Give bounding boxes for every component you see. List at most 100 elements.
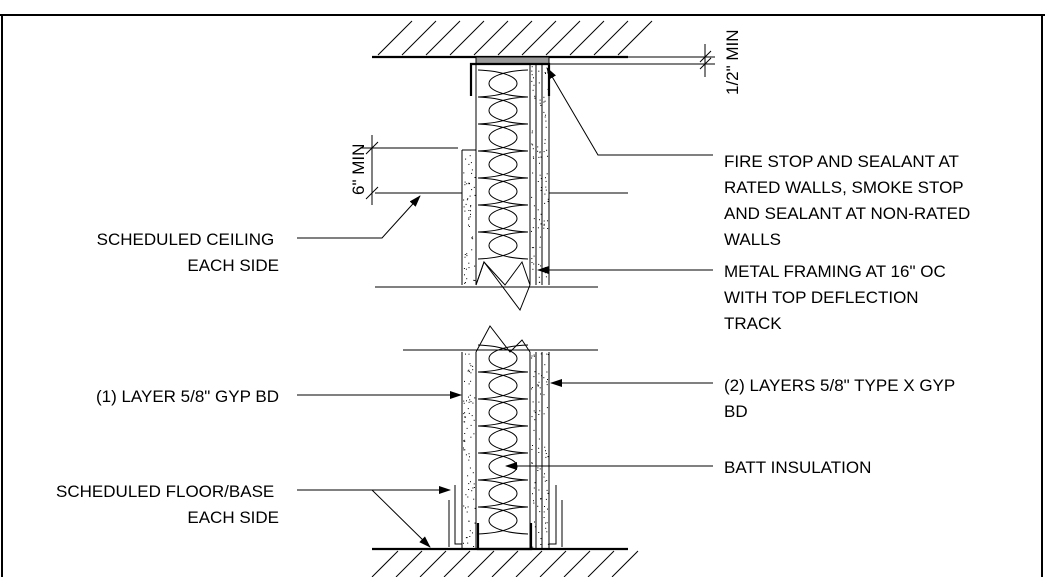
gyp-speck — [540, 265, 542, 267]
gyp-speck — [545, 456, 547, 458]
gyp-speck — [546, 371, 548, 373]
gyp-speck — [539, 102, 541, 104]
gyp-speck — [538, 414, 540, 415]
gyp-speck — [471, 237, 473, 239]
dimension-half-inch: 1/2" MIN — [549, 29, 742, 95]
gyp-speck — [533, 376, 535, 378]
gyp-speck — [471, 490, 473, 492]
gyp-speck — [464, 449, 466, 451]
hatch-line — [425, 20, 461, 56]
gyp-speck — [473, 433, 475, 435]
hatch-line — [377, 20, 413, 56]
gyp-speck — [469, 467, 471, 469]
gyp-speck — [464, 412, 466, 414]
gyp-speck — [546, 522, 548, 524]
gyp-speck — [533, 84, 535, 86]
gyp-speck — [543, 511, 545, 513]
gyp-speck — [468, 226, 470, 227]
gyp-speck — [472, 402, 474, 404]
hatch-line — [569, 20, 605, 56]
gyp-speck — [467, 506, 469, 508]
gyp-speck — [470, 401, 472, 403]
gyp-speck — [471, 415, 473, 417]
gyp-speck — [538, 401, 540, 403]
gyp-speck — [537, 181, 539, 182]
gyp-speck — [474, 265, 476, 267]
gyp-speck — [466, 199, 468, 201]
gyp-speck — [531, 387, 533, 388]
insulation-loops — [477, 69, 529, 260]
gyp-speck — [467, 542, 469, 544]
gyp-speck — [474, 280, 476, 281]
gyp-speck — [540, 156, 542, 158]
gyp-speck — [544, 480, 546, 482]
gyp-speck — [468, 412, 470, 414]
insulation-loops — [477, 344, 529, 535]
note-scheduled-ceiling: SCHEDULED CEILING EACH SIDE — [97, 230, 279, 275]
gyp-speck — [545, 114, 546, 116]
gyp-speck — [541, 375, 542, 377]
gyp-speck — [546, 149, 548, 151]
gyp-speck — [466, 400, 467, 402]
gyp-speck — [533, 487, 535, 489]
gyp-speck — [465, 353, 466, 355]
gyp-speck — [545, 120, 547, 122]
gyp-speck — [532, 172, 534, 174]
gyp-speck — [534, 482, 536, 484]
gyp-speck — [468, 224, 469, 226]
gyp-speck — [547, 72, 549, 74]
gyp-speck — [545, 276, 547, 278]
gyp-speck — [464, 184, 466, 186]
gyp-speck — [531, 357, 533, 359]
gyp-speck — [463, 542, 464, 544]
gyp-speck — [472, 369, 474, 371]
gyp-speck — [532, 401, 534, 403]
hatch-line — [401, 20, 437, 56]
gyp-speck — [547, 228, 549, 229]
gyp-speck — [468, 210, 470, 211]
gyp-speck — [465, 537, 467, 539]
gyp-speck — [543, 377, 545, 379]
gyp-speck — [539, 219, 540, 221]
gyp-speck — [465, 282, 466, 284]
gyp-speck — [464, 254, 466, 255]
gyp-speck — [545, 450, 546, 452]
gyp-speck — [546, 531, 548, 533]
gyp-speck — [473, 186, 475, 188]
gyp-speck — [538, 438, 540, 440]
dimension-half-inch-label: 1/2" MIN — [723, 29, 742, 95]
gyp-speck — [466, 255, 468, 257]
gyp-speck — [534, 411, 536, 413]
hatch-line — [587, 550, 615, 577]
gyp-speck — [467, 408, 469, 410]
gyp-speck — [533, 247, 535, 249]
gyp-speck — [531, 449, 533, 450]
gyp-speck — [531, 258, 533, 260]
gyp-speck — [532, 445, 533, 446]
gyp-speck — [540, 213, 542, 215]
gyp-speck — [540, 178, 542, 180]
note-batt-insulation: BATT INSULATION — [724, 458, 871, 477]
gyp-speck — [540, 544, 542, 545]
gyp-speck — [468, 383, 470, 385]
gyp-speck — [468, 267, 470, 269]
gyp-speck — [465, 203, 467, 205]
gyp-speck — [531, 143, 533, 145]
gyp-speck — [471, 189, 473, 191]
hatch-line — [545, 20, 581, 56]
gyp-speck — [468, 369, 470, 371]
gyp-speck — [470, 206, 472, 208]
note-fire-stop: FIRE STOP AND SEALANT AT RATED WALLS, SM… — [724, 152, 975, 249]
gyp-speck — [546, 480, 548, 481]
gyp-speck — [539, 152, 541, 154]
gyp-speck — [468, 520, 470, 522]
gyp-speck — [543, 224, 545, 226]
gyp-speck — [463, 413, 465, 415]
gyp-speck — [538, 452, 540, 453]
gyp-speck — [470, 210, 471, 212]
gyp-speck — [467, 496, 469, 498]
gyp-speck — [531, 388, 533, 390]
gyp-speck — [534, 97, 536, 99]
gyp-speck — [531, 70, 533, 72]
gypsum-pattern — [463, 66, 549, 548]
